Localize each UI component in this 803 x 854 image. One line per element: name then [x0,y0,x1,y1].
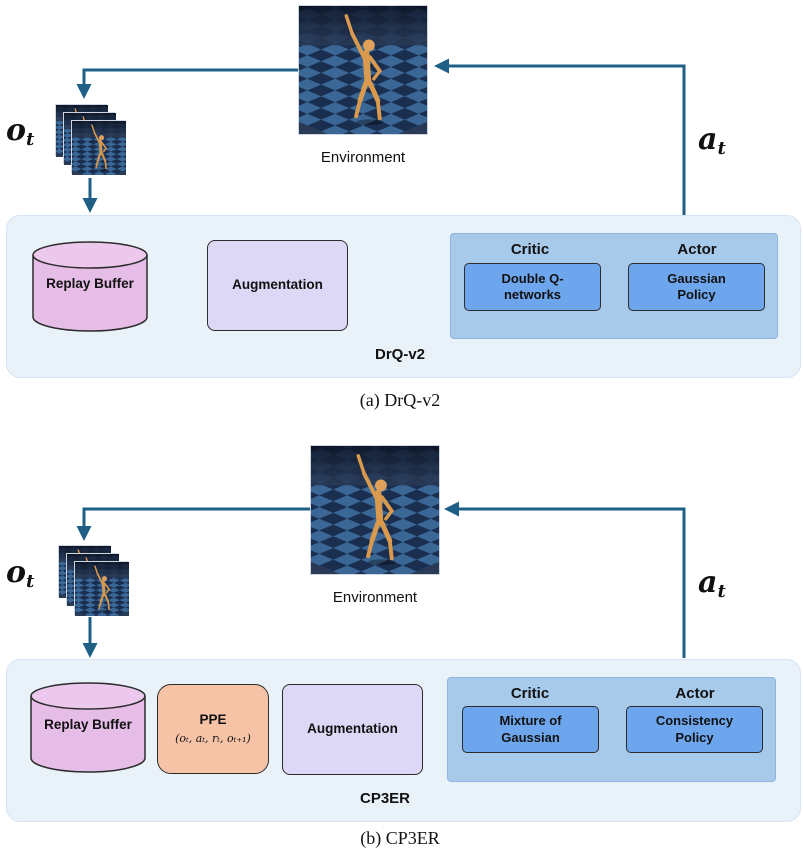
environment-label-b: Environment [332,589,418,606]
observation-symbol-a: ot [6,113,35,150]
ppe-box: PPE (oₜ, aₜ, rₜ, oₜ₊₁) [157,684,269,774]
env-to-observation-arrow [76,68,298,99]
environment-render-a [298,5,428,135]
replay-buffer-b: Replay Buffer [30,682,146,774]
replay-buffer-label-b: Replay Buffer [44,717,132,732]
critic-box-b: Mixture of Gaussian [462,706,599,753]
action-symbol-a: at [698,122,726,159]
caption-b: (b) CP3ER [360,828,440,848]
panel-title-b: CP3ER [359,790,411,807]
observation-symbol-b: ot [6,555,35,592]
replay-buffer-a: Replay Buffer [32,241,148,333]
cylinder-database-icon [30,682,146,773]
critic-title-b: Critic [510,685,550,702]
actor-box-b: Consistency Policy [626,706,763,753]
ppe-title: PPE [199,712,227,728]
replay-buffer-label-a: Replay Buffer [46,276,134,291]
action-to-env-arrow-b [444,501,686,658]
environment-render-b [310,445,440,575]
ppe-tuple: (oₜ, aₜ, rₜ, oₜ₊₁) [175,732,251,746]
observation-frame-1-a [71,120,125,174]
action-symbol-b: at [698,565,726,602]
augmentation-box-a: Augmentation [207,240,348,331]
observation-frame-1-b [74,561,128,615]
cylinder-database-icon [32,241,148,332]
augmentation-box-b: Augmentation [282,684,423,775]
panel-title-a: DrQ-v2 [374,346,426,363]
caption-a: (a) DrQ-v2 [359,390,441,410]
actor-box-a: Gaussian Policy [628,263,765,311]
actor-title-a: Actor [677,241,717,258]
environment-label-a: Environment [320,149,406,166]
action-to-env-arrow [434,58,686,215]
critic-box-a: Double Q-networks [464,263,601,311]
actor-title-b: Actor [675,685,715,702]
critic-title-a: Critic [510,241,550,258]
env-to-observation-arrow-b [76,507,310,541]
